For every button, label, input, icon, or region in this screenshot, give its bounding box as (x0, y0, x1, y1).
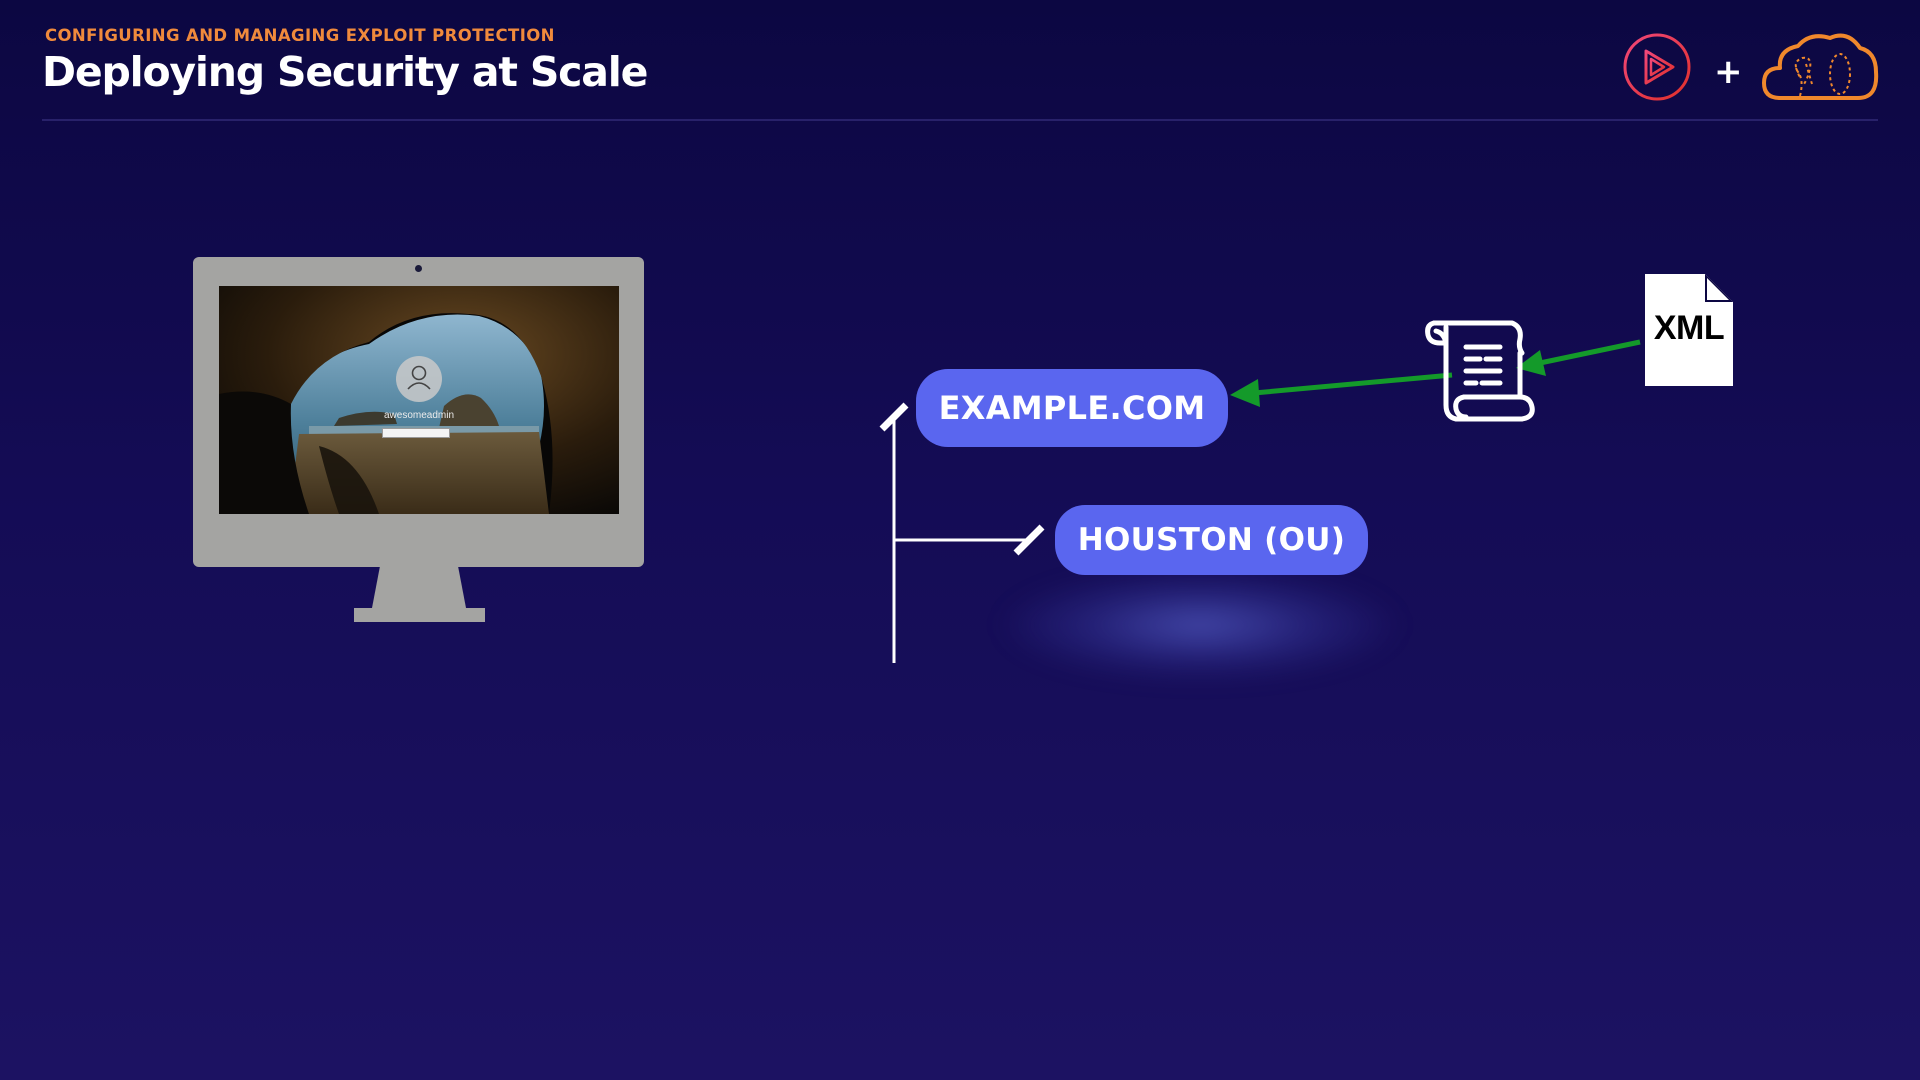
domain-node: EXAMPLE.COM (916, 369, 1228, 447)
header-divider (42, 119, 1878, 121)
arrow-to-domain-head (1230, 379, 1260, 407)
monitor-body: awesomeadmin (193, 257, 644, 567)
ou-glow (1000, 570, 1400, 680)
cloud-icon (1760, 28, 1880, 108)
login-screen: awesomeadmin (219, 286, 619, 514)
xml-file-label: XML (1653, 309, 1725, 347)
username-label: awesomeadmin (383, 410, 455, 421)
plus-sign: + (1714, 52, 1743, 92)
tree-connector (879, 402, 1045, 663)
ou-node: HOUSTON (OU) (1055, 505, 1368, 575)
ou-label: HOUSTON (OU) (1077, 522, 1346, 558)
domain-label: EXAMPLE.COM (938, 389, 1206, 427)
password-field[interactable] (382, 428, 450, 438)
arrow-to-policy-head (1516, 350, 1546, 376)
monitor-stand (354, 566, 485, 622)
page-title: Deploying Security at Scale (42, 48, 648, 96)
policy-arrows (1230, 339, 1641, 407)
play-circle-icon (1622, 32, 1692, 106)
xml-file-icon (1645, 274, 1733, 386)
arrow-to-policy (1539, 339, 1641, 366)
computer-monitor: awesomeadmin (193, 257, 644, 622)
scroll-document-icon (1425, 320, 1535, 422)
header-kicker: CONFIGURING AND MANAGING EXPLOIT PROTECT… (45, 26, 555, 45)
arrow-to-domain (1253, 372, 1453, 396)
cave-beach-wallpaper (219, 286, 619, 514)
camera-dot (415, 265, 422, 272)
